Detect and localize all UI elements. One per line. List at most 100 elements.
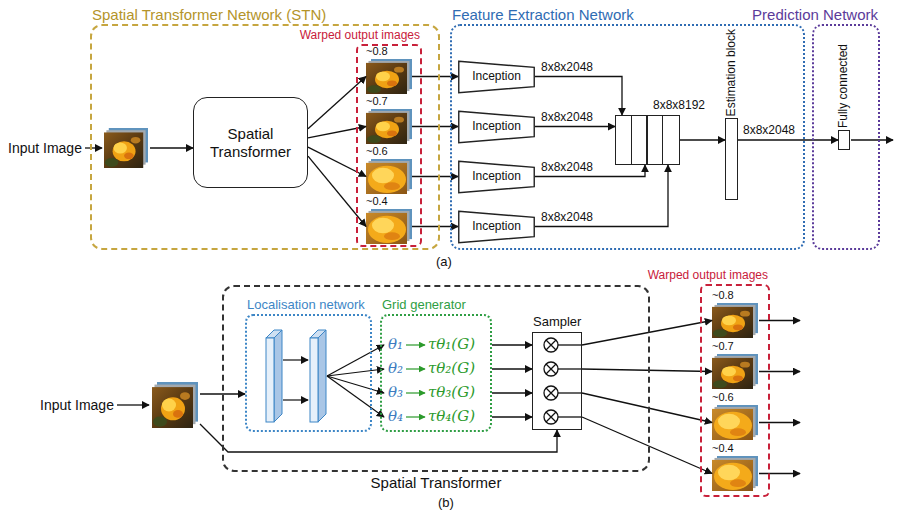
tensor-size: 8x8x2048 [541,61,593,75]
warped-image: ~0.6 [712,405,758,440]
tensor-size: 8x8x2048 [541,211,593,225]
label-holder: ~0.4 [366,195,388,208]
connector [582,369,712,372]
arrow-line [327,376,384,417]
label-holder: θ₄ [388,408,403,425]
math-symbol: θ₃ [388,384,403,401]
inception-module: Inception [458,61,535,93]
label-holder: Input Image [40,397,114,413]
label-holder: θ₂ [388,360,403,377]
tensor-size: 8x8x2048 [541,161,593,175]
label-holder: τθ₁(G) [428,336,475,353]
arrow-line [327,369,384,376]
math-symbol: θ₄ [388,408,403,425]
arrow-line [759,422,800,423]
warped-image: ~0.8 [712,303,758,338]
connector [680,139,725,140]
scale-value: ~0.8 [712,289,734,302]
region-title: Spatial Transformer [371,474,502,491]
label-holder: Feature Extraction Network [452,6,634,23]
conv-slab [310,338,318,422]
sampler-wire [558,344,582,345]
input-image: Input Image [40,378,200,432]
image-thumbnail [366,109,412,144]
connector [535,126,615,127]
input-image: Input Image [8,125,150,171]
label-holder: ~0.8 [366,45,388,58]
label-holder: ~0.6 [712,391,734,404]
network-region: Spatial Transformer Network (STN)Spatial… [90,24,440,250]
arrow-line [283,399,308,400]
sampler-wire [558,416,582,417]
image-group: Warped output images~0.8~0.7~0.6~0.4 [356,44,422,247]
concat-divider [631,116,633,164]
conv-slab [274,330,282,422]
label-holder: ~0.4 [712,442,734,455]
multiply-symbol [544,386,558,400]
label-holder: Spatial Transformer Network (STN) [92,6,326,23]
label-holder: ~0.7 [366,95,388,108]
block-label: Estimation block [725,29,739,116]
label-holder: Sampler [533,315,581,330]
scale-value: ~0.7 [366,95,388,108]
label-holder: Grid generator [382,298,466,313]
warped-image: ~0.7 [712,354,758,389]
arrow-line [851,139,893,140]
connector [738,139,838,140]
label-holder: Fully connected [837,44,851,128]
arrow-line [85,147,102,148]
warped-image: ~0.4 [712,456,758,491]
label-holder: (a) [436,255,452,270]
scale-value: ~0.6 [366,145,388,158]
arrow-line [406,392,425,393]
region-title: Feature Extraction Network [452,6,634,23]
label-holder: Warped output images [648,269,768,283]
label-holder: 8x8x2048 [541,61,593,75]
math-symbol: τθ₂(G) [428,360,475,377]
arrow-line [759,320,800,321]
conv-slab [318,330,326,422]
label-holder: τθ₃(G) [428,384,475,401]
multiply-symbol [544,338,558,352]
multiply-symbol [544,338,582,424]
arrow-line [759,371,800,372]
trapezoid-outline [459,211,534,242]
label-holder: τθ₄(G) [428,408,475,425]
math-symbol: τθ₃(G) [428,384,475,401]
module-label: Inception [468,170,525,184]
label-holder: Spatial Transformer [371,474,502,491]
box-label: Sampler [533,315,581,330]
scale-value: ~0.7 [712,340,734,353]
estimation-block: Estimation block [725,118,738,200]
connector [582,321,712,346]
module-region: Spatial TransformerLocalisation networkG… [222,285,650,472]
math-symbol: τθ₁(G) [428,336,475,353]
label-holder: Input Image [8,140,82,156]
block-label: Fully connected [837,44,851,128]
network-region: Prediction NetworkFully connected [812,24,880,250]
image-thumbnail [712,303,758,338]
trapezoid-outline [459,161,534,192]
arrow-line [327,376,384,393]
math-symbol: θ₂ [388,360,403,377]
label-holder: θ₃ [388,384,403,401]
subnet-region: Localisation network [245,314,372,432]
region-title: Localisation network [247,298,365,313]
image-thumbnail [712,456,758,491]
fc-layer: Fully connected [838,130,850,150]
scale-value: ~0.8 [366,45,388,58]
tensor-size: 8x8x2048 [541,111,593,125]
multiply-symbol [544,410,558,424]
image-thumbnail [366,159,412,194]
connector [492,368,532,369]
multiply-symbol [546,340,556,350]
input-label: Input Image [40,397,114,413]
scale-value: ~0.6 [712,391,734,404]
image-thumbnail [152,382,198,428]
connector [150,147,193,148]
tensor-size: 8x8x8192 [653,99,705,113]
region-title: Spatial Transformer Network (STN) [92,6,326,23]
process-box: Spatial Transformer [193,97,308,188]
connector [200,424,557,452]
